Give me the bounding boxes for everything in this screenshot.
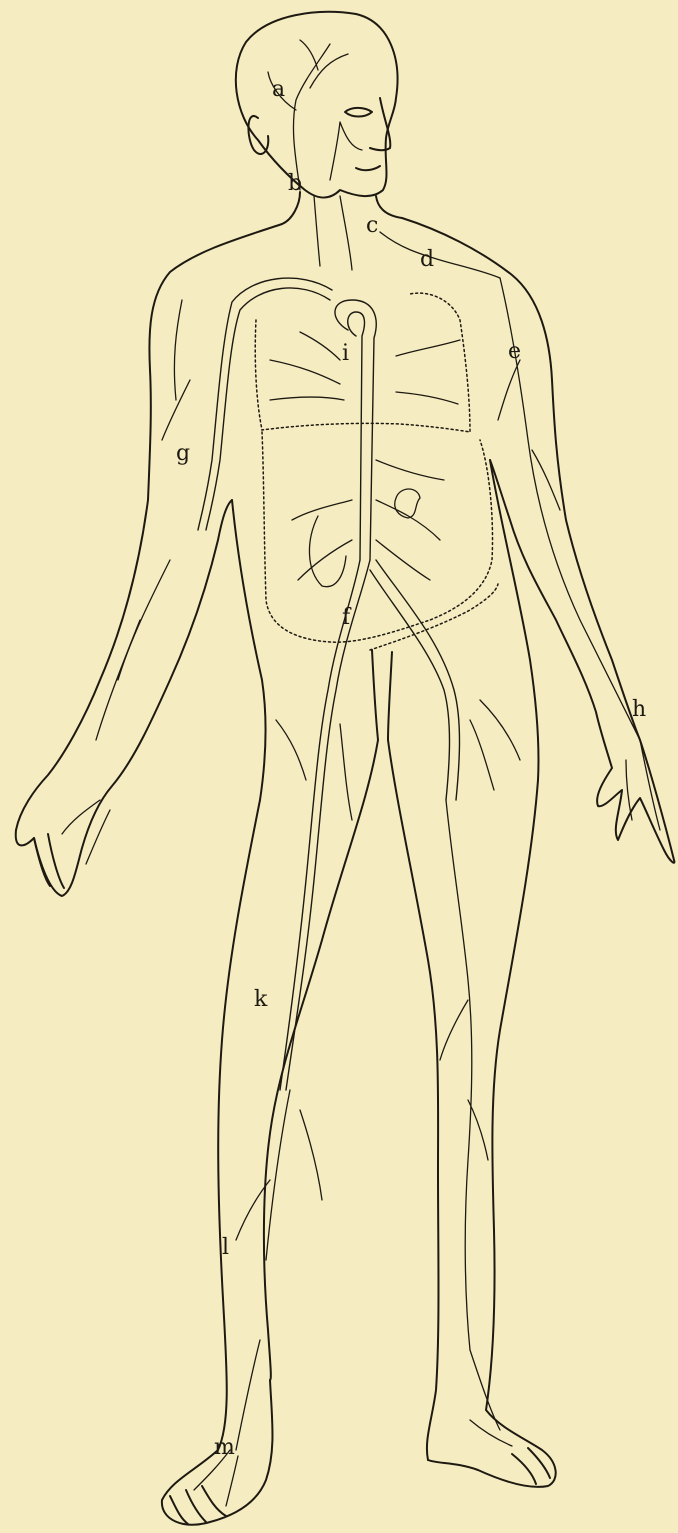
label-b: b xyxy=(288,171,302,196)
label-h: h xyxy=(632,697,646,722)
label-c: c xyxy=(366,213,378,238)
label-g: g xyxy=(176,441,190,466)
label-m: m xyxy=(214,1435,235,1460)
label-d: d xyxy=(420,247,434,272)
label-l: l xyxy=(222,1235,229,1260)
label-k: k xyxy=(254,987,268,1012)
label-e: e xyxy=(508,339,521,364)
label-a: a xyxy=(272,77,285,102)
label-i: i xyxy=(342,341,349,366)
